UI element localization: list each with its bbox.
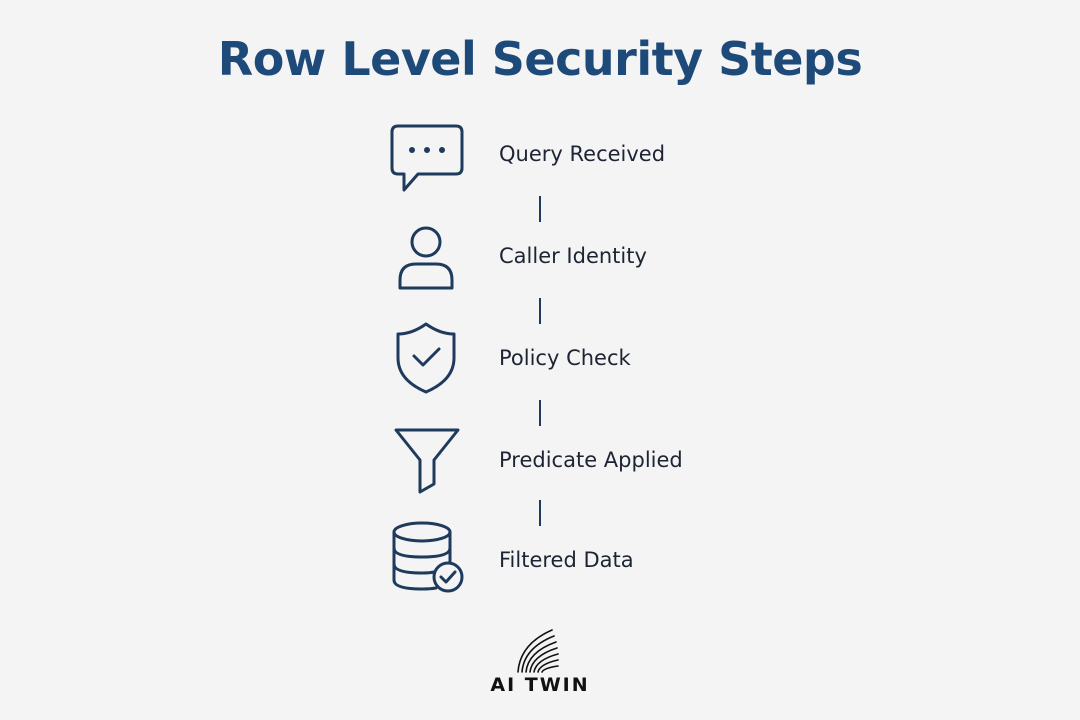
step-connector: [539, 400, 541, 426]
step-connector: [539, 500, 541, 526]
diagram-title: Row Level Security Steps: [217, 32, 863, 86]
ai-twin-logo: AI TWIN: [470, 620, 610, 700]
logo-text: AI TWIN: [490, 674, 590, 696]
step-label-query-received: Query Received: [499, 142, 666, 166]
chat-bubble-icon: [386, 118, 470, 202]
step-label-predicate-applied: Predicate Applied: [499, 448, 683, 472]
step-connector: [539, 196, 541, 222]
logo-signal-mark: [512, 626, 562, 674]
database-check-icon: [386, 518, 470, 602]
user-icon: [386, 218, 470, 302]
step-label-policy-check: Policy Check: [499, 346, 631, 370]
step-label-caller-identity: Caller Identity: [499, 244, 647, 268]
shield-check-icon: [384, 318, 468, 402]
funnel-icon: [386, 420, 470, 504]
step-label-filtered-data: Filtered Data: [499, 548, 634, 572]
step-connector: [539, 298, 541, 324]
